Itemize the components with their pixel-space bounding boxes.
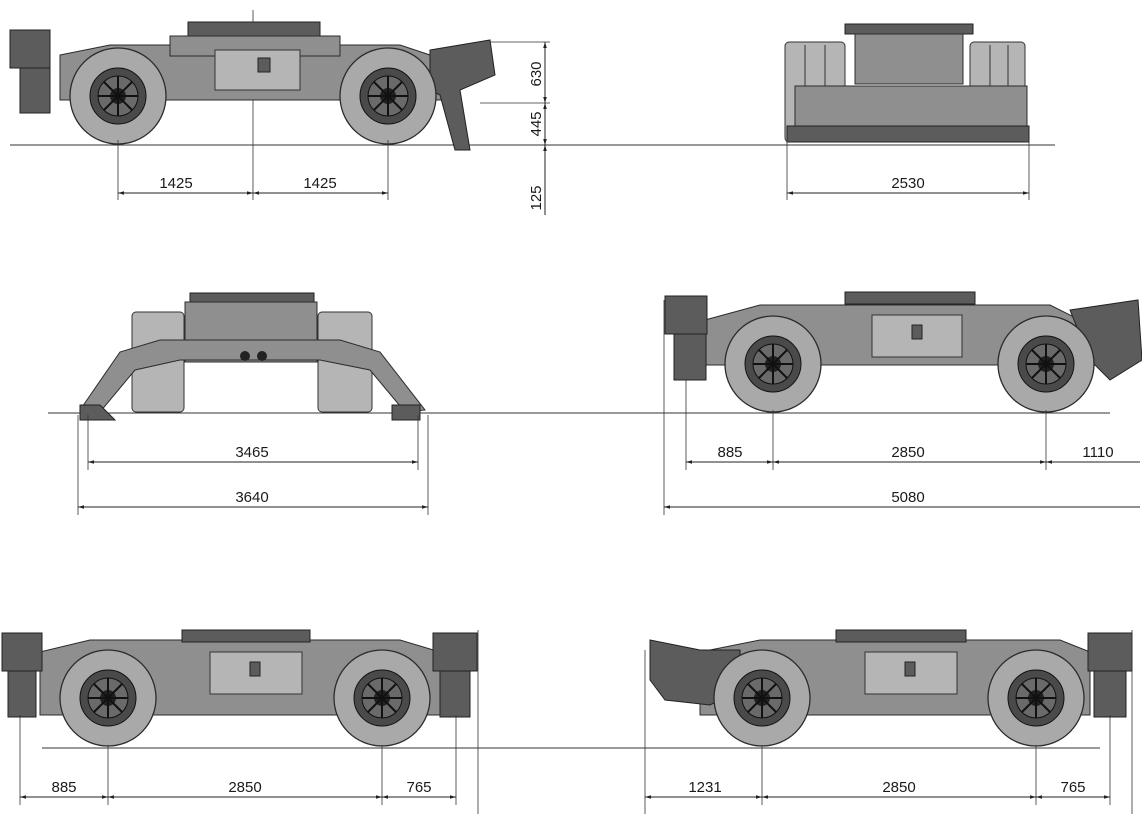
drawbar bbox=[429, 39, 496, 151]
dim-label-445: 445 bbox=[528, 111, 545, 136]
rear-wheel bbox=[987, 649, 1085, 747]
turntable bbox=[844, 291, 976, 305]
outrigger-pad-left bbox=[79, 404, 117, 421]
dim-label-885: 885 bbox=[51, 779, 76, 796]
counterweight-block bbox=[664, 295, 708, 335]
front-wheel bbox=[713, 649, 811, 747]
dim-label-765: 765 bbox=[1060, 779, 1085, 796]
dim-label-630: 630 bbox=[528, 61, 545, 86]
counterweight-block bbox=[9, 29, 51, 69]
dim-label-3640: 3640 bbox=[235, 489, 268, 506]
rear-bumper bbox=[794, 85, 1028, 127]
side-view-bottom-right: 1231 2850 765 bbox=[644, 629, 1133, 814]
dim-label-5080: 5080 bbox=[891, 489, 924, 506]
dim-label-885: 885 bbox=[717, 444, 742, 461]
dim-label-2850: 2850 bbox=[891, 444, 924, 461]
front-wheel bbox=[724, 315, 822, 413]
dim-label-765: 765 bbox=[406, 779, 431, 796]
dim-label-125: 125 bbox=[528, 185, 545, 210]
counterweight-block-rear bbox=[432, 632, 478, 672]
dim-label-2530: 2530 bbox=[891, 175, 924, 192]
side-view-middle-right: 885 2850 1110 5080 bbox=[663, 291, 1142, 515]
front-wheel bbox=[59, 649, 157, 747]
dim-label-1231: 1231 bbox=[688, 779, 721, 796]
dim-label-2850: 2850 bbox=[882, 779, 915, 796]
counterweight-block bbox=[1087, 632, 1133, 672]
turntable bbox=[187, 21, 321, 37]
outrigger-pad-right bbox=[391, 404, 421, 421]
dim-label-1425a: 1425 bbox=[159, 175, 192, 192]
rear-wheel bbox=[333, 649, 431, 747]
rear-wheel bbox=[997, 315, 1095, 413]
front-wheel bbox=[69, 47, 167, 145]
dim-label-2850: 2850 bbox=[228, 779, 261, 796]
rear-view-top-right: 2530 bbox=[548, 23, 1055, 200]
rear-wheel bbox=[339, 47, 437, 145]
turntable bbox=[181, 629, 311, 643]
turntable bbox=[844, 23, 974, 35]
counterweight-block-front bbox=[1, 632, 43, 672]
dim-label-1425b: 1425 bbox=[303, 175, 336, 192]
side-view-top-left: 1425 1425 630 445 125 bbox=[9, 10, 550, 215]
turntable bbox=[835, 629, 967, 643]
front-view-outriggers: 3465 3640 bbox=[48, 292, 1110, 515]
dim-label-3465: 3465 bbox=[235, 444, 268, 461]
dim-label-1110: 1110 bbox=[1082, 444, 1113, 461]
side-view-bottom-left: 885 2850 765 bbox=[1, 629, 1100, 814]
